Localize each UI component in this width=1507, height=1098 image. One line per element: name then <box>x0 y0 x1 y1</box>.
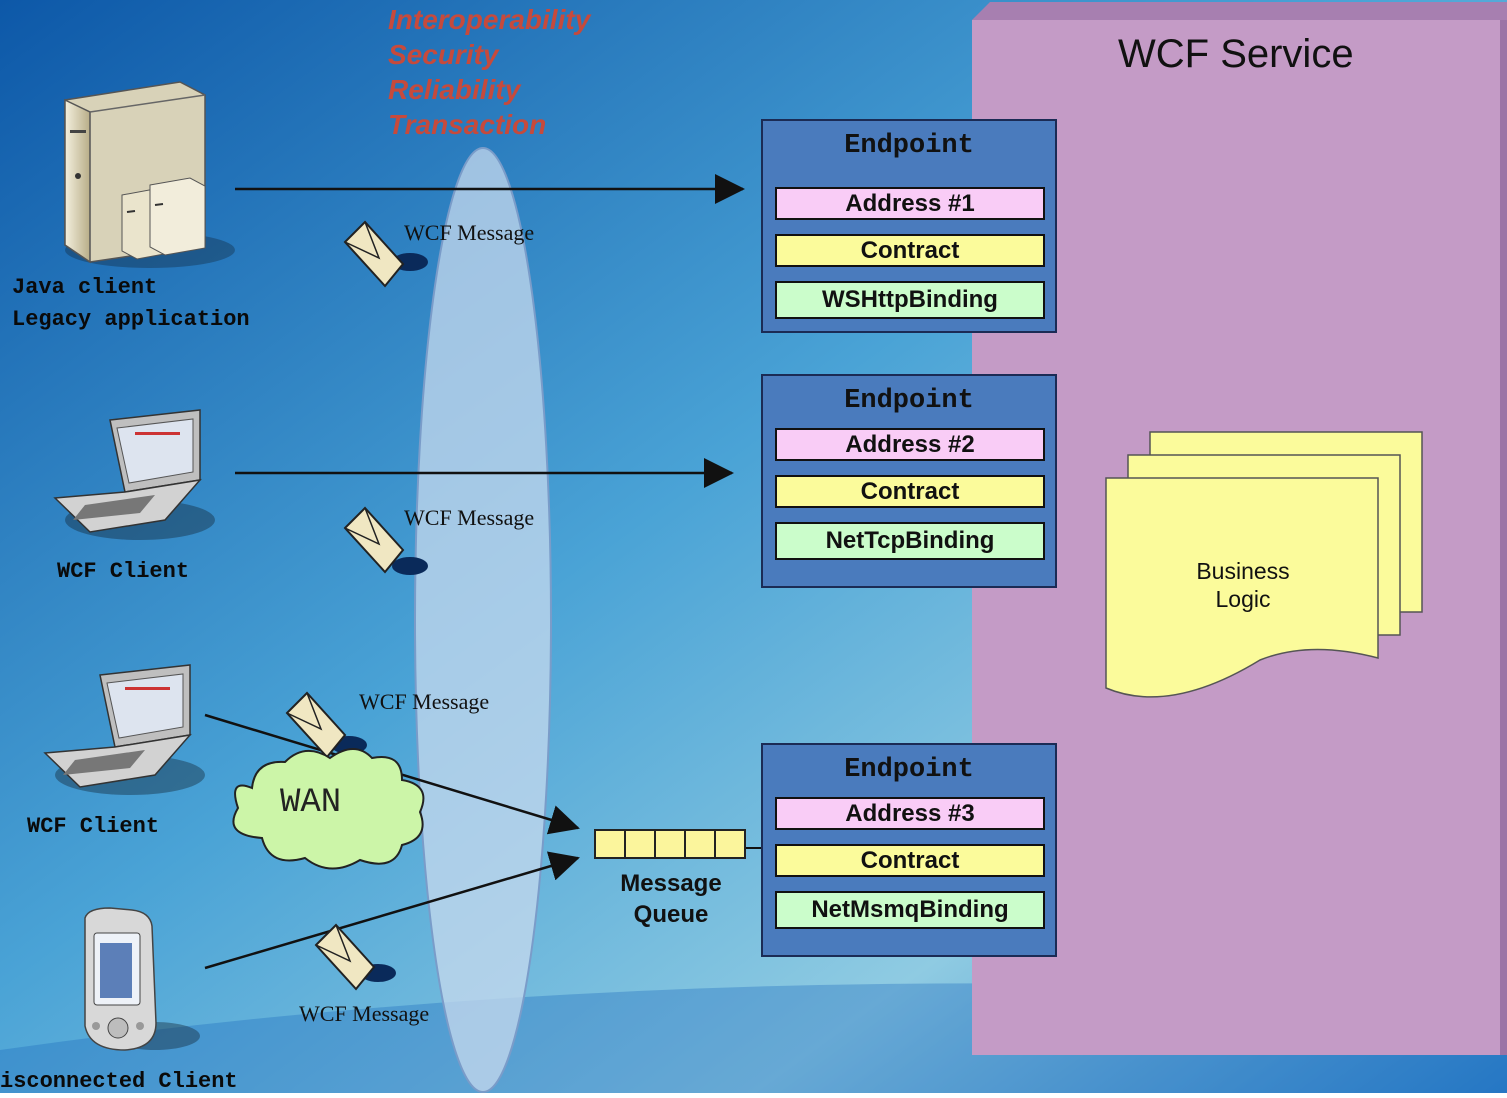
client-label-java: Java client Legacy application <box>12 275 250 332</box>
server-icon <box>64 81 235 268</box>
endpoint-2: Endpoint Address #2 Contract NetTcpBindi… <box>761 374 1057 588</box>
service-title: WCF Service <box>1118 32 1354 76</box>
envelope-icon <box>343 220 428 288</box>
message-label-4: WCF Message <box>299 1001 430 1026</box>
endpoint-binding: NetMsmqBinding <box>775 891 1045 929</box>
business-logic-label: Business Logic <box>1196 558 1290 612</box>
wan-cloud-icon <box>232 748 425 870</box>
message-label-2: WCF Message <box>404 505 535 530</box>
endpoint-1: Endpoint Address #1 Contract WSHttpBindi… <box>761 119 1057 333</box>
endpoint-contract: Contract <box>775 475 1045 508</box>
message-label-3: WCF Message <box>359 689 490 714</box>
qos-transaction: Transaction <box>388 109 547 140</box>
arrow-disconnected-to-queue <box>204 851 580 970</box>
endpoint-title: Endpoint <box>844 386 974 416</box>
envelope-icon <box>314 923 396 991</box>
endpoint-binding: NetTcpBinding <box>775 522 1045 560</box>
wan-label: WAN <box>280 784 342 822</box>
pda-icon <box>84 907 200 1051</box>
envelope-icon <box>343 506 428 575</box>
client-label-wcf-1: WCF Client <box>57 559 190 584</box>
qos-security: Security <box>388 39 499 70</box>
endpoint-address: Address #2 <box>775 428 1045 461</box>
endpoint-title: Endpoint <box>844 755 974 785</box>
endpoint-contract: Contract <box>775 844 1045 877</box>
endpoint-binding: WSHttpBinding <box>775 281 1045 319</box>
message-label-1: WCF Message <box>404 220 535 245</box>
endpoint-address: Address #3 <box>775 797 1045 830</box>
client-label-wcf-2: WCF Client <box>27 814 160 839</box>
client-label-disconnected: isconnected Client <box>0 1069 238 1094</box>
endpoint-3: Endpoint Address #3 Contract NetMsmqBind… <box>761 743 1057 957</box>
laptop-icon <box>53 409 215 540</box>
message-queue-label: Message Queue <box>620 870 722 928</box>
qos-interoperability: Interoperability <box>388 4 591 35</box>
laptop-icon <box>43 664 205 795</box>
message-queue-icon <box>594 829 746 859</box>
endpoint-title: Endpoint <box>844 131 974 161</box>
qos-reliability: Reliability <box>388 74 521 105</box>
qos-labels: Interoperability Security Reliability Tr… <box>388 2 590 142</box>
endpoint-address: Address #1 <box>775 187 1045 220</box>
endpoint-contract: Contract <box>775 234 1045 267</box>
channel-ellipse <box>414 147 552 1093</box>
business-logic-document-icon <box>1105 431 1423 698</box>
